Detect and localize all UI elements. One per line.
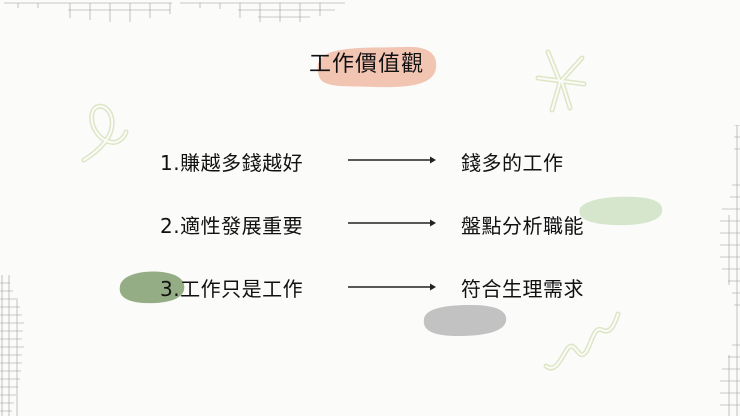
green-blob-light (579, 196, 663, 226)
asterisk-doodle-icon (535, 49, 587, 113)
row-1-left-text: 1.賺越多錢越好 (160, 151, 304, 175)
row-3-right-text: 符合生理需求 (461, 277, 584, 301)
row-2-left-text: 2.適性發展重要 (160, 214, 304, 238)
row-1-right-text: 錢多的工作 (461, 151, 564, 175)
grid-decoration-right (720, 125, 740, 416)
green-blob-dark (119, 271, 185, 304)
row-2-right-text: 盤點分析職能 (461, 214, 584, 238)
loop-doodle-icon (81, 103, 129, 163)
arrow-right-icon (348, 283, 436, 291)
row-3-left-text: 3.工作只是工作 (160, 277, 304, 301)
gray-blob (423, 305, 507, 336)
grid-decoration-left (0, 275, 24, 416)
slide-title: 工作價值觀 (309, 52, 425, 77)
arrow-right-icon (348, 156, 436, 164)
zigzag-doodle-icon (543, 311, 621, 371)
title-highlight-blob (317, 46, 437, 88)
grid-decoration-top (4, 2, 345, 22)
arrow-right-icon (348, 219, 436, 227)
